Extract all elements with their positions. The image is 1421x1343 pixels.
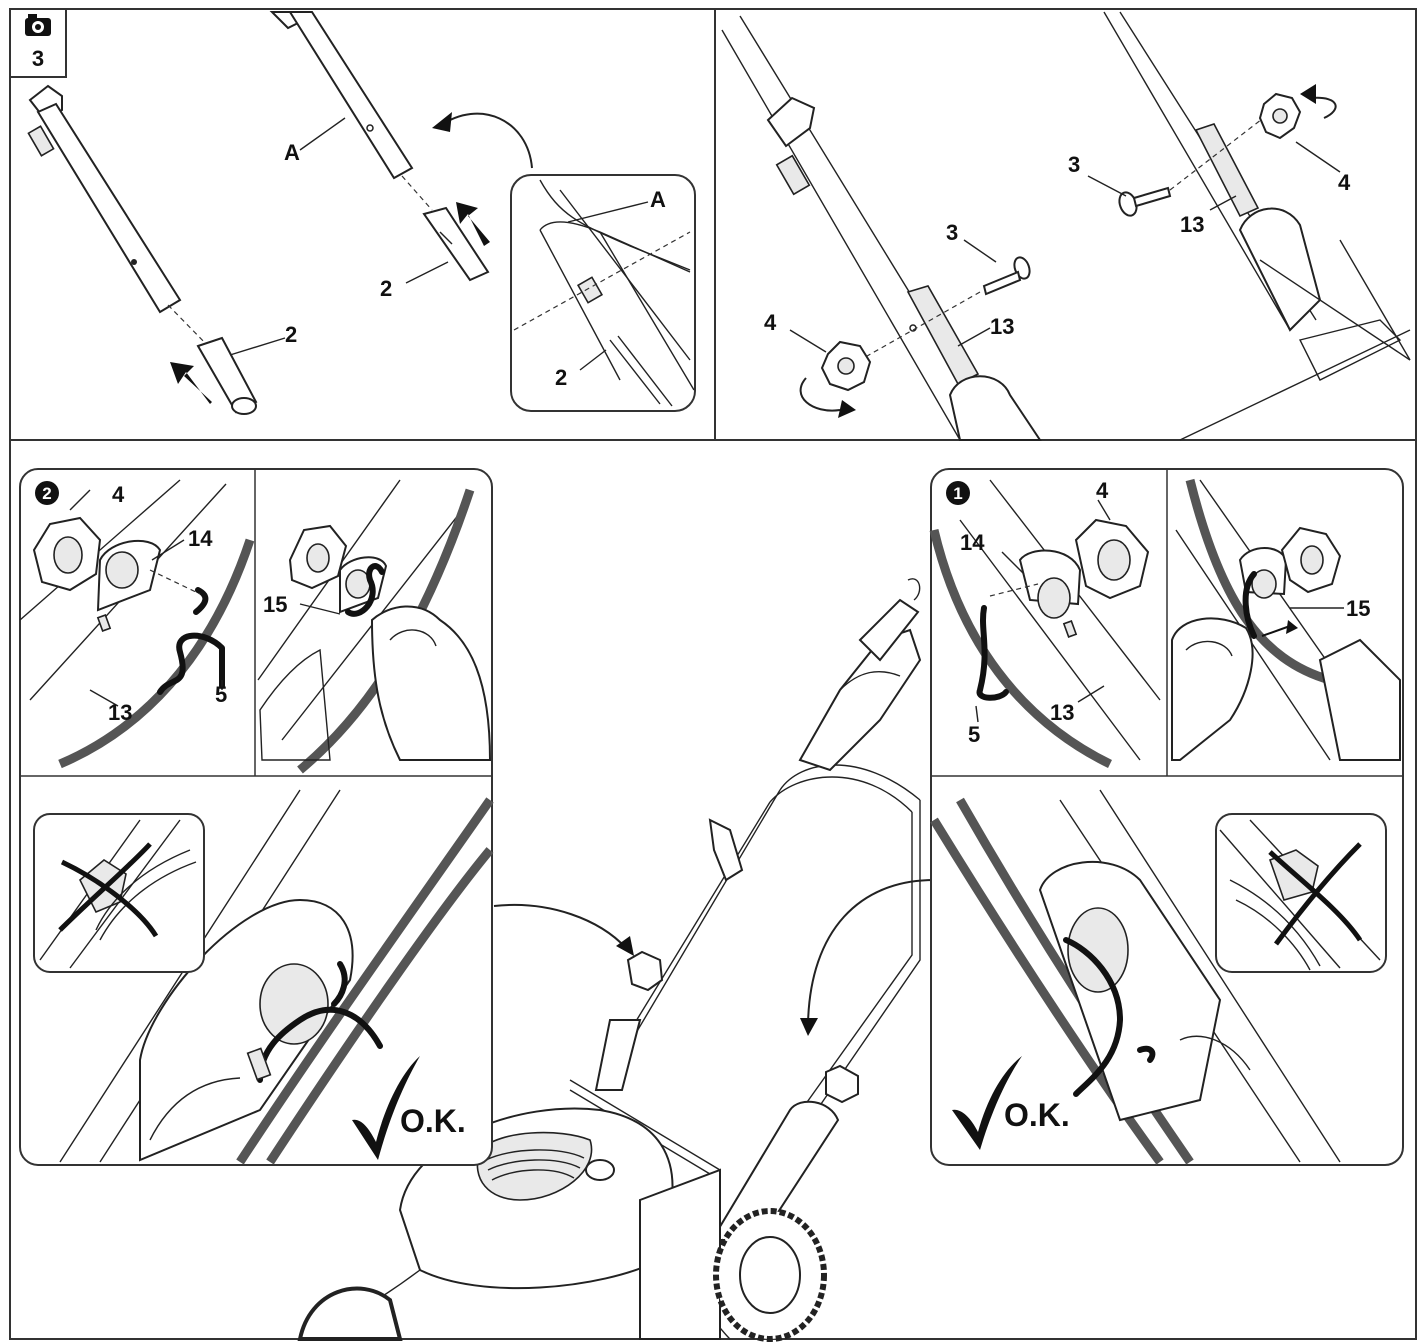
label-hole: 14 (188, 526, 213, 551)
wrong-routing-inset (1215, 813, 1387, 973)
pointer-to-left-detail (493, 904, 627, 949)
step-number: 3 (32, 46, 44, 71)
ok-checkmark (352, 1056, 420, 1160)
right-sub-ok: O.K. (930, 789, 1387, 1165)
label-clip-upper: 2 (380, 276, 392, 301)
step-marker-2-number: 2 (42, 484, 51, 503)
step-marker-1: 1 (946, 481, 970, 505)
label-cable: 5 (215, 682, 227, 707)
carriage-bolt-lower (982, 256, 1031, 296)
label-bracket: 13 (1050, 700, 1074, 725)
rotate-arrow-lower (799, 377, 841, 412)
detail-inset: A 2 (510, 174, 696, 412)
front-wheel (297, 1286, 403, 1341)
detail-label-tube: A (650, 187, 666, 212)
label-cable: 5 (968, 722, 980, 747)
left-handle-tube (27, 84, 182, 314)
step-marker-2: 2 (35, 481, 59, 505)
clip-part-lower (196, 336, 258, 415)
step-marker-1-number: 1 (953, 484, 962, 503)
handle-left-knob-stop (766, 96, 816, 196)
label-knob: 4 (112, 482, 125, 507)
panel-cable-routing-right: 1 14 4 5 13 (929, 468, 1404, 1166)
arrow-up-right (456, 202, 490, 246)
label-clip: 15 (1346, 596, 1370, 621)
label-clip-lower: 2 (285, 322, 297, 347)
tube-a (269, 11, 414, 180)
star-knob (1280, 526, 1342, 594)
star-knob (32, 516, 102, 592)
label-bracket: 13 (108, 700, 132, 725)
label-knob: 4 (1096, 478, 1109, 503)
label-knob-upper: 4 (1338, 170, 1351, 195)
right-sub-attach: 14 4 5 13 (929, 478, 1161, 769)
ok-text: O.K. (1004, 1097, 1070, 1133)
step-badge: 3 (9, 8, 67, 78)
pointer-to-right-detail (807, 879, 935, 1025)
cross-mark-left (58, 842, 159, 938)
detail-pointer-arrow (439, 112, 533, 169)
left-sub-ok: O.K. (33, 789, 494, 1165)
panel-handle-fastening: 3 4 13 3 4 13 (721, 11, 1411, 441)
star-knob (1074, 518, 1150, 600)
cross-mark-right (1268, 842, 1363, 946)
camera-icon (25, 14, 51, 36)
left-sub-clip: 15 (257, 479, 492, 774)
right-sub-clip: 15 (1171, 478, 1401, 761)
label-bolt-lower: 3 (946, 220, 958, 245)
label-bracket-upper: 13 (1180, 212, 1204, 237)
ok-text: O.K. (400, 1103, 466, 1139)
left-sub-attach: 4 14 13 5 (19, 479, 255, 769)
label-clip: 15 (263, 592, 287, 617)
star-knob-upper (1258, 92, 1302, 140)
detail-label-clip: 2 (555, 365, 567, 390)
star-knob-lower (820, 340, 872, 392)
ok-checkmark (952, 1056, 1022, 1150)
label-bolt-upper: 3 (1068, 152, 1080, 177)
label-tube-a: A (284, 140, 300, 165)
panel-cable-routing-left: 2 4 14 13 5 (19, 468, 494, 1166)
panel-handle-clips: 2 A 2 (27, 11, 696, 415)
label-knob-lower: 4 (764, 310, 777, 335)
arrow-up-left (170, 362, 212, 404)
carriage-bolt-upper (1118, 186, 1172, 217)
label-bracket-lower: 13 (990, 314, 1014, 339)
label-hole: 14 (960, 530, 985, 555)
rotate-arrow-upper (1311, 96, 1337, 119)
star-knob (288, 524, 348, 590)
clip-part-upper (422, 206, 490, 282)
wrong-routing-inset (33, 813, 205, 973)
